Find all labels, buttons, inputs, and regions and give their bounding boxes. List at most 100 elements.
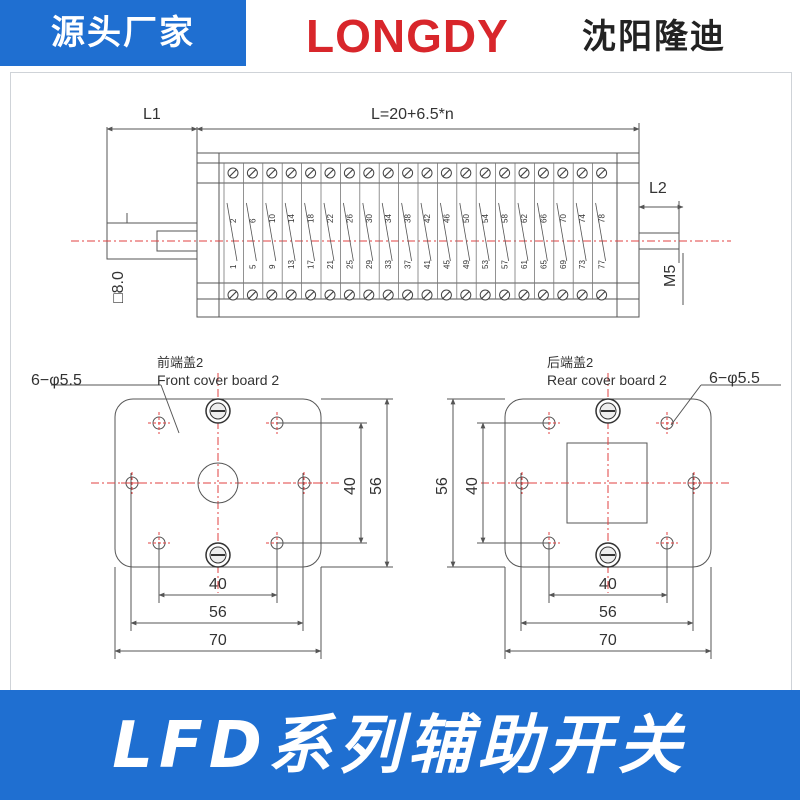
- terminal-screw-bottom: [460, 289, 472, 301]
- contact-line: [420, 202, 432, 262]
- front-cover-holes: [121, 398, 315, 568]
- terminal-number-bottom: 41: [423, 260, 432, 269]
- mounting-hole: [121, 472, 143, 494]
- rear-dim-56: 56: [599, 604, 617, 621]
- mounting-hole: [656, 412, 678, 434]
- terminal-number-bottom: 49: [462, 260, 471, 269]
- dim-length-label: L=20+6.5*n: [371, 106, 454, 123]
- terminal-screw-top: [402, 167, 414, 179]
- terminal-screw-top: [305, 167, 317, 179]
- terminal-screw-top: [382, 167, 394, 179]
- mounting-hole: [148, 412, 170, 434]
- mounting-hole: [511, 472, 533, 494]
- terminal-number-bottom: 53: [481, 260, 490, 269]
- terminal-screw-bottom: [266, 289, 278, 301]
- terminal-columns: 2165109141318172221262530293433383742414…: [223, 163, 608, 301]
- terminal-screw-bottom: [537, 289, 549, 301]
- dim-shaft-square: □8.0: [110, 271, 127, 303]
- terminal-screw-top: [518, 167, 530, 179]
- terminal-screw-bottom: [518, 289, 530, 301]
- terminal-number-top: 54: [481, 214, 490, 223]
- terminal-number-bottom: 25: [345, 260, 354, 269]
- terminal-screw-bottom: [382, 289, 394, 301]
- footer-bar: LFD系列辅助开关: [0, 690, 800, 800]
- product-series-title: LFD系列辅助开关: [112, 709, 688, 783]
- terminal-screw-top: [266, 167, 278, 179]
- terminal-column: 65: [242, 163, 258, 301]
- terminal-number-bottom: 17: [307, 260, 316, 269]
- dim-thread: M5: [662, 265, 679, 287]
- terminal-number-bottom: 33: [384, 260, 393, 269]
- terminal-number-top: 6: [248, 218, 257, 223]
- contact-line: [401, 202, 412, 262]
- contact-line: [556, 202, 568, 262]
- terminal-number-top: 22: [326, 214, 335, 223]
- terminal-number-bottom: 69: [559, 260, 568, 269]
- cover-screw: [595, 542, 621, 568]
- terminal-screw-bottom: [227, 289, 239, 301]
- terminal-number-bottom: 5: [248, 264, 257, 269]
- rear-cover-label-cn: 后端盖2: [547, 355, 593, 370]
- contact-line: [537, 202, 548, 262]
- terminal-number-bottom: 65: [539, 260, 548, 269]
- rear-dim-40: 40: [599, 576, 617, 593]
- factory-badge: 源头厂家: [0, 0, 246, 66]
- terminal-number-top: 10: [268, 214, 277, 223]
- terminal-screw-top: [343, 167, 355, 179]
- contact-line: [304, 202, 315, 262]
- contact-line: [459, 202, 471, 262]
- terminal-number-bottom: 37: [404, 260, 413, 269]
- terminal-number-top: 58: [501, 214, 510, 223]
- terminal-number-top: 38: [404, 214, 413, 223]
- terminal-number-top: 70: [559, 214, 568, 223]
- terminal-screw-bottom: [343, 289, 355, 301]
- front-dim-v56: 56: [368, 477, 385, 495]
- terminal-column: 58 57: [495, 163, 511, 301]
- terminal-screw-top: [596, 167, 608, 179]
- terminal-number-bottom: 29: [365, 260, 374, 269]
- terminal-number-bottom: 45: [442, 260, 451, 269]
- mounting-hole: [293, 472, 315, 494]
- terminal-number-top: 42: [423, 214, 432, 223]
- front-dim-56: 56: [209, 604, 227, 621]
- front-dim-40: 40: [209, 576, 227, 593]
- terminal-column: 46 45: [436, 163, 452, 301]
- switch-side-view: [71, 123, 731, 318]
- rear-cover-label-en: Rear cover board 2: [547, 372, 667, 388]
- contact-line: [343, 202, 354, 262]
- terminal-screw-bottom: [305, 289, 317, 301]
- brand-name-cn: 沈阳隆迪: [582, 17, 726, 57]
- terminal-screw-bottom: [576, 289, 588, 301]
- contact-line: [381, 202, 393, 262]
- terminal-screw-bottom: [285, 289, 297, 301]
- contact-line: [284, 202, 296, 262]
- terminal-column: 109: [262, 163, 278, 301]
- terminal-screw-top: [324, 167, 336, 179]
- terminal-number-bottom: 57: [501, 260, 510, 269]
- terminal-number-top: 50: [462, 214, 471, 223]
- terminal-number-top: 26: [345, 214, 354, 223]
- front-dim-70: 70: [209, 632, 227, 649]
- terminal-number-top: 2: [229, 218, 238, 223]
- terminal-number-bottom: 77: [598, 260, 607, 269]
- terminal-screw-top: [246, 167, 258, 179]
- terminal-screw-top: [421, 167, 433, 179]
- terminal-number-top: 46: [442, 214, 451, 223]
- terminal-screw-top: [460, 167, 472, 179]
- terminal-column: 22 21: [320, 163, 336, 301]
- front-shaft-hole: [197, 462, 239, 504]
- front-dim-v40: 40: [342, 477, 359, 495]
- terminal-column: 50 49: [456, 163, 472, 301]
- front-cover-view: 前端盖2 Front cover board 2 6−φ5.5 40 56 70…: [31, 355, 393, 659]
- dim-l2-label: L2: [649, 180, 667, 197]
- cover-screw: [595, 398, 621, 424]
- terminal-number-bottom: 21: [326, 260, 335, 269]
- terminal-number-top: 66: [539, 214, 548, 223]
- terminal-screw-bottom: [246, 289, 258, 301]
- terminal-number-bottom: 73: [578, 260, 587, 269]
- contact-line: [246, 202, 257, 262]
- terminal-column: 26 25: [339, 163, 355, 301]
